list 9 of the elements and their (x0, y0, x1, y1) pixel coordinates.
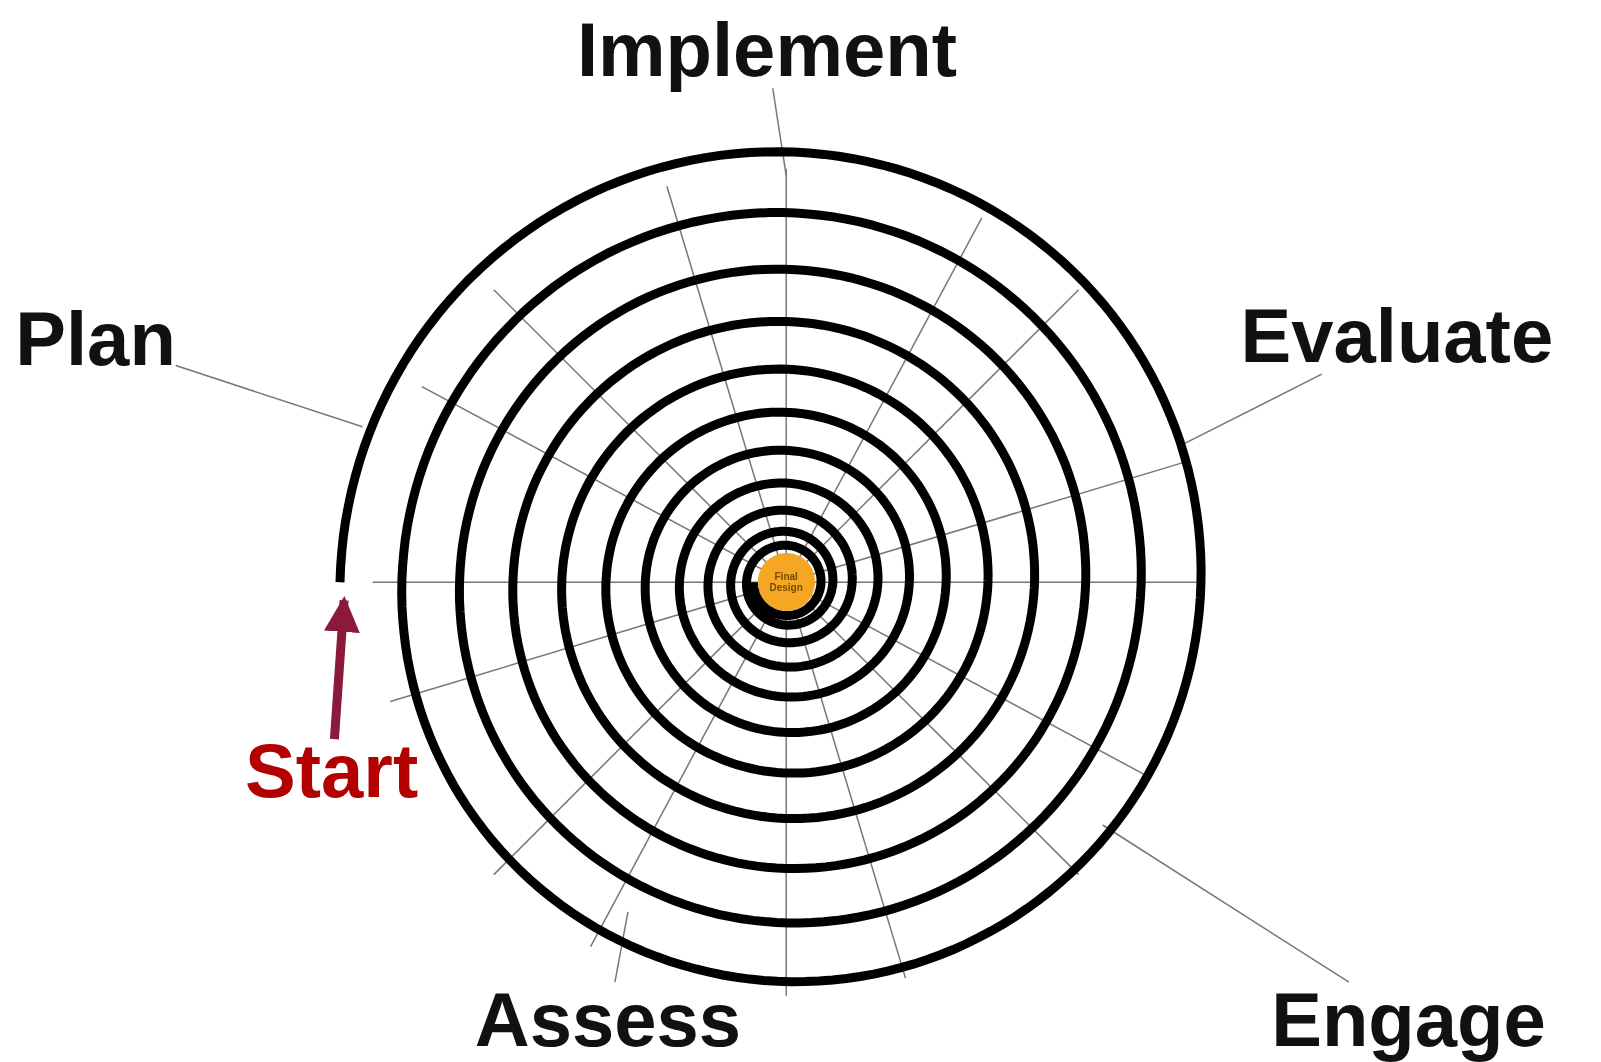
leader-line (175, 364, 364, 428)
leader-line (1101, 824, 1350, 983)
phase-label: Evaluate (1240, 298, 1554, 375)
phase-label: Assess (474, 982, 741, 1059)
start-label: Start (245, 733, 419, 810)
center-text: Final Design (768, 570, 804, 593)
leader-line (614, 911, 629, 983)
phase-label: Plan (15, 301, 176, 378)
arrow (323, 595, 360, 740)
